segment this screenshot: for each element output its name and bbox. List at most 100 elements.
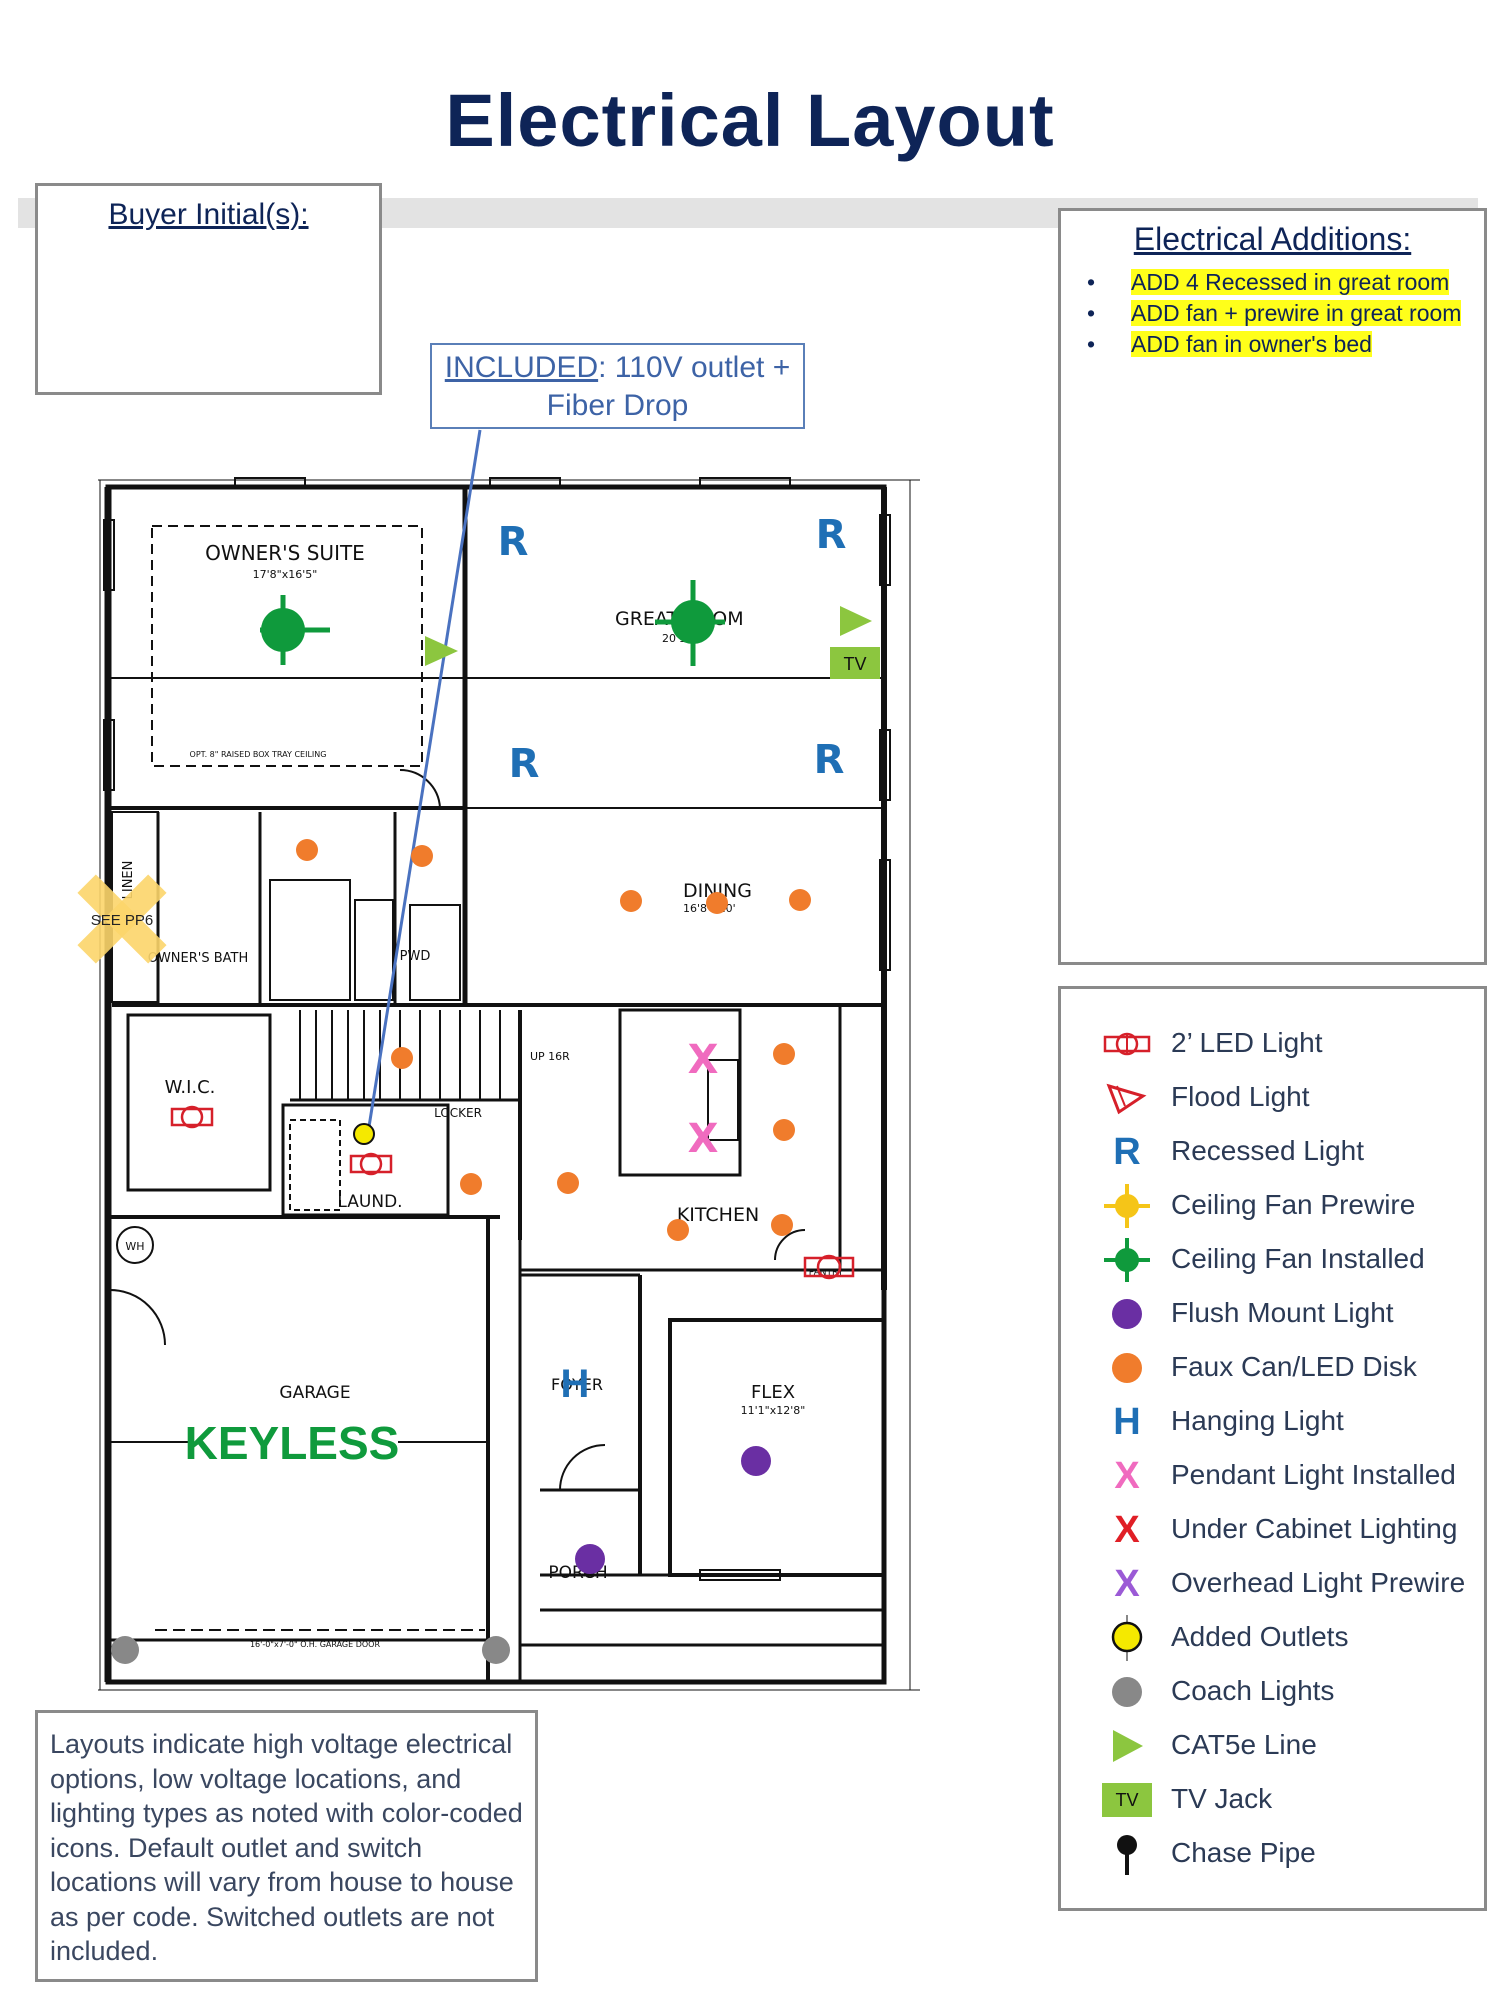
water-heater-label: WH — [125, 1240, 144, 1253]
plan-walls — [98, 477, 920, 1691]
tv-jack-icon — [830, 647, 880, 679]
faux-can-icon — [667, 1219, 689, 1241]
faux-can-icon — [296, 839, 318, 861]
legend-row: Chase Pipe — [1061, 1829, 1490, 1879]
legend-row: 2’ LED Light — [1061, 1019, 1490, 1069]
faux-can-icon — [773, 1119, 795, 1141]
flush-mount-light-icon — [741, 1446, 771, 1476]
hanging-light-icon: H — [1113, 1400, 1141, 1443]
cat5e-icon — [425, 636, 458, 666]
added-outlet-icon — [1099, 1613, 1155, 1663]
recessed-light-icon: R — [498, 519, 529, 565]
ceiling-fan-installed-icon — [655, 580, 725, 666]
faux-can-icon — [620, 890, 642, 912]
legend-row: Flood Light — [1061, 1073, 1490, 1123]
faux-can-icon — [391, 1047, 413, 1069]
legend-label: Flood Light — [1171, 1081, 1310, 1112]
under-cabinet-icon: X — [1114, 1508, 1140, 1551]
legend-label: Faux Can/LED Disk — [1171, 1351, 1417, 1382]
legend-row: X Under Cabinet Lighting — [1061, 1505, 1490, 1555]
room-locker: LOCKER — [434, 1106, 482, 1120]
room-owners-suite-dim: 17'8"x16'5" — [253, 568, 318, 581]
legend-label: 2’ LED Light — [1171, 1027, 1323, 1058]
flood-light-icon — [1099, 1073, 1155, 1123]
legend-row: Added Outlets — [1061, 1613, 1490, 1663]
buyer-initials-label: Buyer Initial(s): — [108, 198, 309, 231]
room-flex: FLEX — [751, 1382, 795, 1403]
led-2ft-icon — [170, 1105, 214, 1129]
legend-label: Hanging Light — [1171, 1405, 1344, 1436]
faux-can-icon — [411, 845, 433, 867]
pendant-light-icon: X — [1114, 1454, 1140, 1497]
included-text-line1: : 110V outlet + — [598, 351, 791, 384]
garage-door-label: 16'-0"x7'-0" O.H. GARAGE DOOR — [250, 1640, 381, 1649]
coach-light-icon — [482, 1636, 510, 1664]
cat5e-icon — [1099, 1721, 1155, 1771]
legend-row: TV TV Jack — [1061, 1775, 1490, 1825]
room-pwd: PWD — [400, 949, 431, 964]
led-2ft-icon — [1099, 1019, 1155, 1069]
legend-label: Chase Pipe — [1171, 1837, 1316, 1868]
ceiling-fan-installed-icon — [1099, 1235, 1155, 1285]
room-flex-dim: 11'1"x12'8" — [741, 1404, 806, 1417]
faux-can-icon — [771, 1214, 793, 1236]
room-labels: OWNER'S SUITE 17'8"x16'5" GREAT ROOM 20'… — [121, 541, 844, 1649]
room-owners-bath: OWNER'S BATH — [148, 951, 249, 966]
additions-list: ADD 4 Recessed in great room ADD fan + p… — [1087, 267, 1467, 360]
legend-label: Flush Mount Light — [1171, 1297, 1394, 1328]
page-title: Electrical Layout — [445, 79, 1055, 162]
see-pp-marker: SEE PP6 — [77, 874, 167, 964]
list-item: ADD fan + prewire in great room — [1087, 298, 1467, 329]
callout-line — [366, 429, 482, 1134]
legend-box: 2’ LED Light Flood Light R Recessed Ligh… — [1058, 986, 1487, 1911]
faux-can-icon — [460, 1173, 482, 1195]
added-outlet-icon — [353, 1123, 375, 1145]
legend-label: Added Outlets — [1171, 1621, 1349, 1652]
legend-row: Ceiling Fan Prewire — [1061, 1181, 1490, 1231]
hanging-light-icon: H — [561, 1362, 590, 1406]
legend-row: Ceiling Fan Installed — [1061, 1235, 1490, 1285]
included-label: INCLUDED — [444, 351, 599, 384]
room-wic: W.I.C. — [165, 1077, 216, 1098]
legend-label: Ceiling Fan Prewire — [1171, 1189, 1416, 1220]
faux-can-icon — [557, 1172, 579, 1194]
legend-row: H Hanging Light — [1061, 1397, 1490, 1447]
room-garage: GARAGE — [279, 1383, 350, 1403]
pantry-label: PANTRY — [809, 1268, 844, 1278]
tv-jack-icon: TV — [1099, 1775, 1155, 1825]
legend-label: Pendant Light Installed — [1171, 1459, 1456, 1490]
legend-label: Overhead Light Prewire — [1171, 1567, 1466, 1598]
list-item: ADD fan in owner's bed — [1087, 329, 1467, 360]
tray-ceiling-label: OPT. 8" RAISED BOX TRAY CEILING — [190, 750, 327, 759]
list-item: ADD 4 Recessed in great room — [1087, 267, 1467, 298]
included-callout: INCLUDED: 110V outlet + Fiber Drop — [430, 343, 805, 429]
additions-heading: Electrical Additions: — [1133, 221, 1412, 257]
flush-mount-light-icon — [575, 1544, 605, 1574]
room-linen: LINEN — [121, 861, 136, 900]
recessed-light-icon: R — [509, 741, 540, 787]
cat5e-icon — [840, 606, 872, 636]
pendant-light-icon: X — [688, 1116, 719, 1162]
layout-note-text: Layouts indicate high voltage electrical… — [50, 1729, 523, 1966]
layout-note-box: Layouts indicate high voltage electrical… — [35, 1710, 538, 1982]
faux-can-icon — [1099, 1343, 1155, 1393]
room-laund: LAUND. — [337, 1192, 402, 1212]
tv-jack-label: TV — [843, 654, 866, 674]
chase-pipe-icon — [1099, 1829, 1155, 1879]
see-pp-label: SEE PP6 — [91, 912, 154, 929]
included-text-line2: Fiber Drop — [546, 389, 689, 422]
legend-row: Flush Mount Light — [1061, 1289, 1490, 1339]
legend-row: R Recessed Light — [1061, 1127, 1490, 1177]
room-kitchen: KITCHEN — [677, 1204, 759, 1226]
recessed-light-icon: R — [816, 512, 847, 558]
recessed-light-icon: R — [1113, 1130, 1141, 1173]
legend-label: TV Jack — [1171, 1783, 1273, 1814]
room-foyer: FOYER — [551, 1375, 603, 1394]
pendant-light-icon: X — [688, 1037, 719, 1083]
legend-label: Ceiling Fan Installed — [1171, 1243, 1425, 1274]
legend-row: CAT5e Line — [1061, 1721, 1490, 1771]
buyer-initials-box[interactable]: Buyer Initial(s): — [35, 183, 382, 395]
legend-label: Coach Lights — [1171, 1675, 1335, 1706]
room-dining: DINING — [683, 880, 752, 902]
